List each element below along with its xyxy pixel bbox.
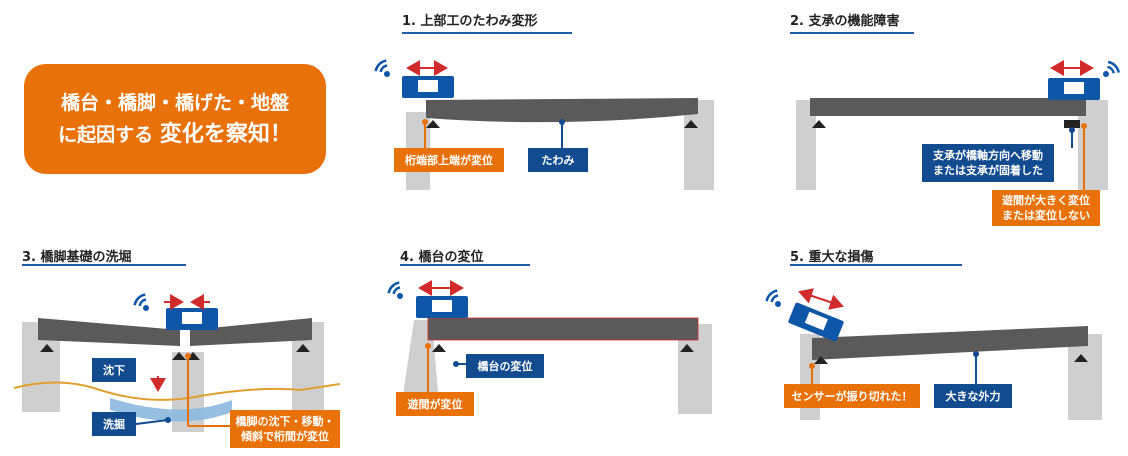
girder [810, 98, 1086, 116]
panel-2-heading: 2. 支承の機能障害 [790, 14, 900, 29]
shifted-girder [812, 326, 1088, 360]
panel-4-underline [400, 264, 530, 266]
label-girder-end-displacement: 桁端部上端が変位 [394, 148, 504, 172]
leader-line-3a [135, 419, 169, 425]
label-gap-change-line-1: 遊間が大きく変位 [1002, 194, 1090, 207]
bearing-left [812, 120, 826, 128]
panel-4-heading: 4. 橋台の変位 [400, 250, 484, 265]
panel-5-heading: 5. 重大な損傷 [790, 250, 874, 265]
panel-2-drawing [796, 60, 1120, 190]
displacement-arrow [798, 288, 844, 310]
bearing-mid-1 [172, 352, 186, 360]
label-settlement: 沈下 [92, 358, 136, 382]
sensor-icon [402, 76, 454, 98]
bearing-right [684, 120, 698, 128]
sensor-icon [1048, 78, 1100, 100]
girder-outline [427, 317, 699, 341]
hero-callout: 橋台・橋脚・橋げた・地盤 に起因する 変化を察知！ [24, 64, 326, 174]
right-abutment [684, 100, 714, 190]
bearing-left [426, 120, 440, 128]
sensor-icon [788, 302, 844, 342]
label-abutment-displacement: 橋台の変位 [466, 354, 544, 378]
panel-2-underline [790, 32, 914, 34]
hero-line-2-emphasis: 変化を察知！ [159, 122, 292, 147]
right-abutment [1068, 334, 1102, 420]
panel-5-underline [790, 264, 962, 266]
wifi-icon [1103, 60, 1120, 77]
bearing-left [814, 356, 828, 364]
bearing-right [1064, 120, 1080, 128]
wifi-icon [133, 293, 149, 311]
girder-right [190, 318, 312, 346]
bearing-right [680, 344, 694, 352]
label-pier-displacement: 橋脚の沈下・移動・ 傾斜で桁間が変位 [230, 410, 340, 448]
wifi-icon [765, 289, 781, 307]
left-abutment [796, 100, 816, 190]
panel-3-drawing [13, 293, 341, 432]
label-gap-change: 遊間が大きく変位 または変位しない [992, 190, 1100, 226]
panel-1-underline [402, 32, 572, 34]
sensor-icon [166, 308, 218, 330]
label-bearing-movement: 支承が橋軸方向へ移動 または支承が固着した [922, 144, 1054, 182]
label-gap-displacement: 遊間が変位 [396, 392, 474, 416]
deflected-girder [426, 98, 698, 123]
girder-left [38, 318, 180, 346]
wifi-icon [387, 281, 403, 299]
label-scour: 洗掘 [92, 412, 136, 436]
panel-3-underline [22, 264, 186, 266]
sensor-icon [416, 296, 468, 318]
panel-5-drawing [765, 288, 1102, 420]
bearing-right [296, 344, 310, 352]
label-bearing-movement-line-2: または支承が固着した [933, 164, 1043, 177]
label-deflection: たわみ [528, 148, 588, 172]
label-large-external-force: 大きな外力 [934, 384, 1012, 408]
bearing-right [1074, 354, 1088, 362]
label-sensor-overrange: センサーが振り切れた！ [784, 384, 920, 408]
ground-line [13, 381, 341, 401]
river-water [110, 398, 232, 422]
hero-line-2-prefix: に起因する [58, 124, 154, 146]
label-gap-change-line-2: または変位しない [1002, 209, 1090, 222]
hero-line-1: 橋台・橋脚・橋げた・地盤 [60, 92, 289, 114]
girder [428, 318, 698, 340]
hero-line-2: に起因する 変化を察知！ [58, 119, 292, 151]
label-pier-displacement-line-2: 傾斜で桁間が変位 [241, 430, 329, 443]
panel-3-heading: 3. 橋脚基礎の洗堀 [22, 250, 132, 265]
panel-1-heading: 1. 上部工のたわみ変形 [402, 14, 538, 29]
bearing-left [432, 344, 446, 352]
label-pier-displacement-line-1: 橋脚の沈下・移動・ [235, 415, 335, 428]
bearing-left [40, 344, 54, 352]
wifi-icon [374, 59, 390, 77]
label-bearing-movement-line-1: 支承が橋軸方向へ移動 [933, 149, 1043, 162]
